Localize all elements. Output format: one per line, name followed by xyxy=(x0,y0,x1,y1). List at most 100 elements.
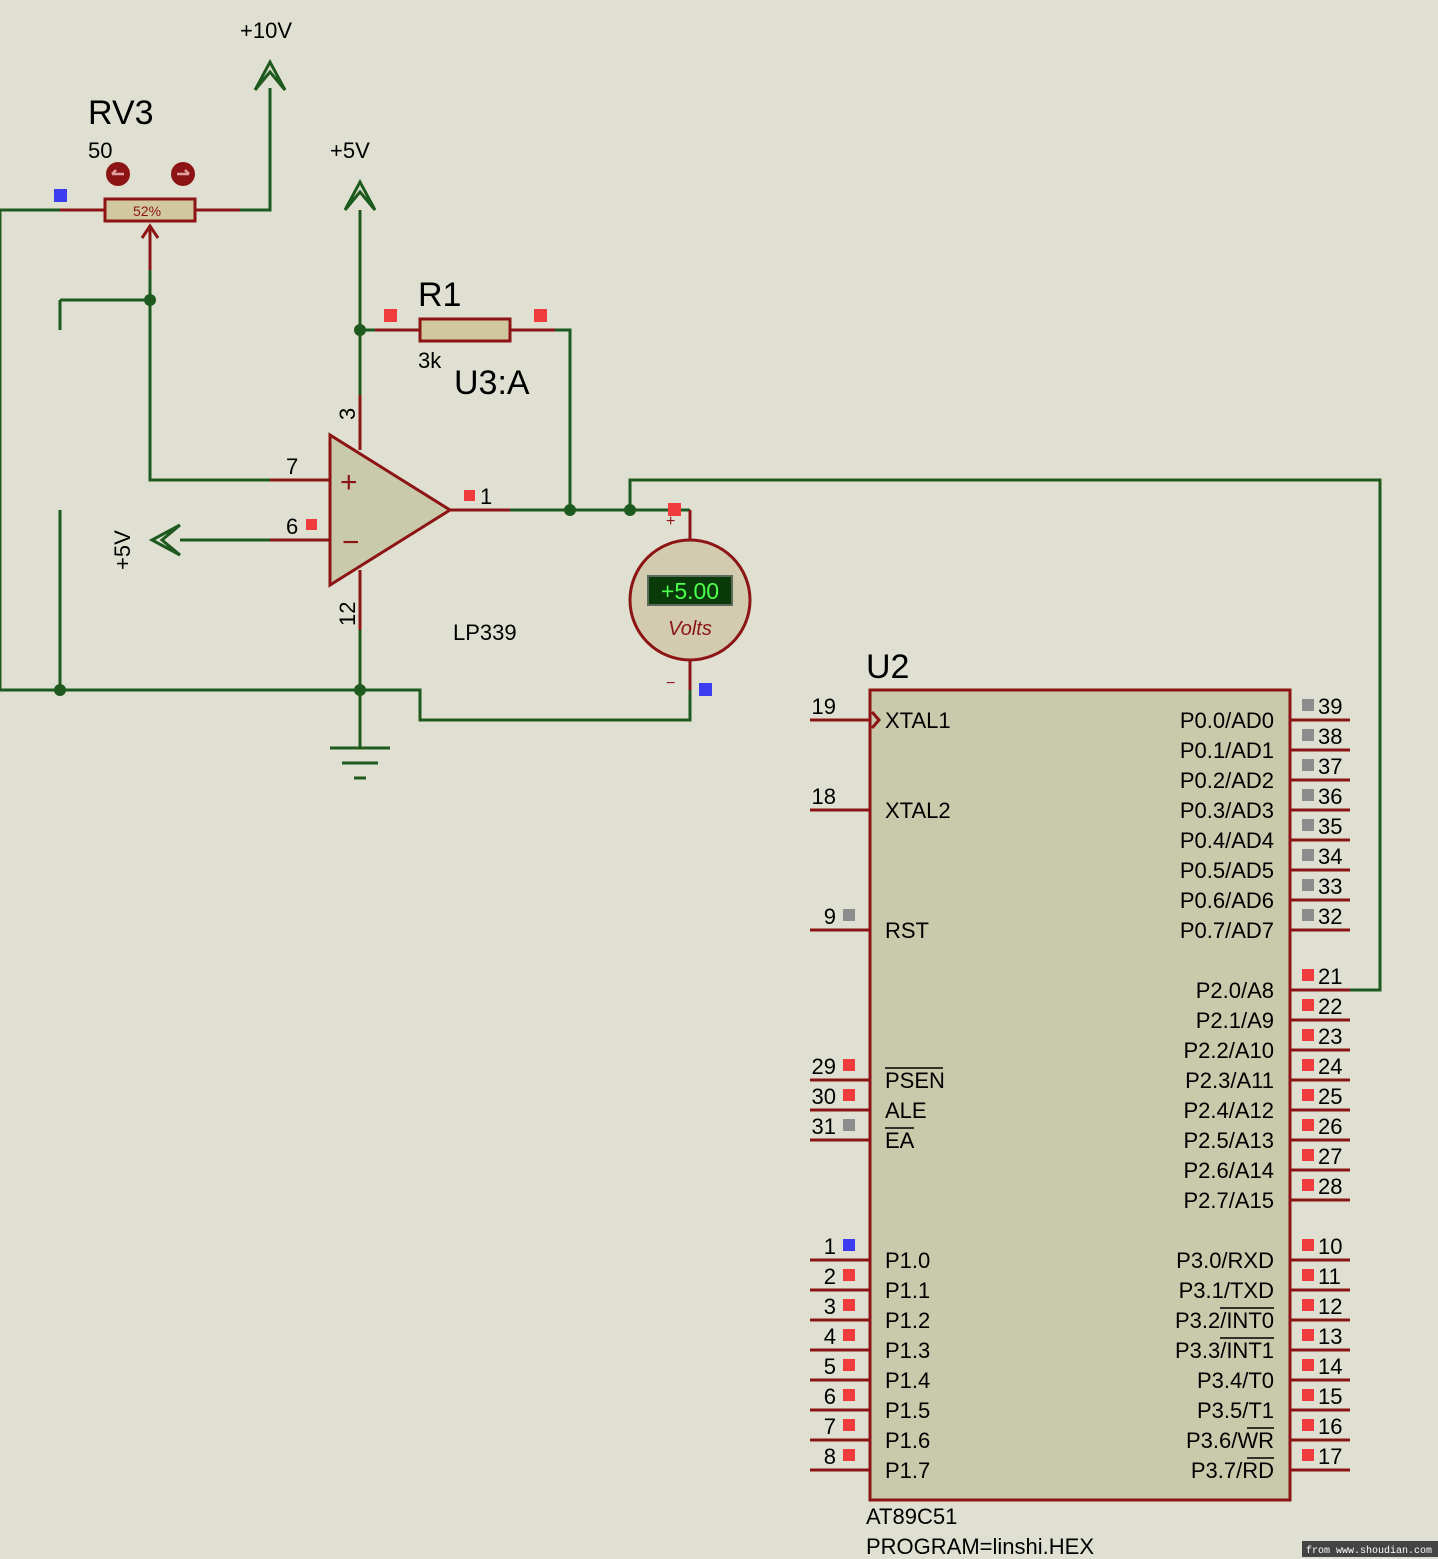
power-terminal-5v-top: +5V xyxy=(330,138,377,211)
mcu-u2[interactable]: U2 AT89C51 PROGRAM=linshi.HEX 19XTAL118X… xyxy=(810,648,1350,1559)
pin-number: 8 xyxy=(824,1444,836,1469)
pin-state-indicator xyxy=(1302,1299,1314,1311)
u2-right-pins: 39P0.0/AD038P0.1/AD137P0.2/AD236P0.3/AD3… xyxy=(1175,694,1350,1483)
pin-label: P1.4 xyxy=(885,1368,930,1393)
rv3-decrement-button[interactable] xyxy=(106,162,130,186)
pin-state-indicator xyxy=(843,909,855,921)
pin-state-indicator xyxy=(1302,1269,1314,1281)
pin-number: 25 xyxy=(1318,1084,1342,1109)
pin-state-indicator xyxy=(843,1359,855,1371)
pin-label: P1.2 xyxy=(885,1308,930,1333)
pin-state-indicator xyxy=(1302,969,1314,981)
pin-label: P2.4/A12 xyxy=(1183,1098,1274,1123)
pin-number: 29 xyxy=(812,1054,836,1079)
pin-state-indicator xyxy=(1302,729,1314,741)
pin-label: P3.3/INT1 xyxy=(1175,1338,1274,1363)
pin-state-indicator xyxy=(1302,1389,1314,1401)
pin-state-indicator xyxy=(1302,909,1314,921)
u3-name: U3:A xyxy=(454,364,530,402)
pin-state-indicator xyxy=(843,1089,855,1101)
pin-state-indicator xyxy=(843,1449,855,1461)
voltmeter[interactable]: +5.00 Volts + − xyxy=(628,503,752,696)
label-5v-left: +5V xyxy=(110,530,135,570)
pin-number: 28 xyxy=(1318,1174,1342,1199)
pin-number: 16 xyxy=(1318,1414,1342,1439)
pin-state-indicator xyxy=(1302,1179,1314,1191)
pin-number: 13 xyxy=(1318,1324,1342,1349)
pin-state-indicator xyxy=(1302,1059,1314,1071)
pin-number: 4 xyxy=(824,1324,836,1349)
pin-number: 27 xyxy=(1318,1144,1342,1169)
comparator-u3a[interactable]: + − U3:A LP339 3 12 7 6 1 xyxy=(270,364,530,645)
pin-label: P2.6/A14 xyxy=(1183,1158,1274,1183)
u2-pin-6: 6P1.5 xyxy=(810,1384,930,1423)
rv3-wiper-value: 52% xyxy=(133,203,161,219)
u2-pin-1: 1P1.0 xyxy=(810,1234,930,1273)
pin-number: 37 xyxy=(1318,754,1342,779)
rv3-name: RV3 xyxy=(88,94,154,132)
rv3-increment-button[interactable] xyxy=(171,162,195,186)
pin-label: P1.6 xyxy=(885,1428,930,1453)
pin-label: XTAL1 xyxy=(885,708,951,733)
u2-name: U2 xyxy=(866,648,909,686)
clock-input-marker xyxy=(870,711,881,729)
voltmeter-display xyxy=(647,575,733,606)
pin-label: P1.0 xyxy=(885,1248,930,1273)
voltmeter-reading: +5.00 xyxy=(661,578,719,604)
pin-label: P0.4/AD4 xyxy=(1180,828,1274,853)
pin-number: 5 xyxy=(824,1354,836,1379)
u3-pin7: 7 xyxy=(286,454,298,479)
ground-symbol xyxy=(330,746,390,780)
pin-state-indicator xyxy=(1302,999,1314,1011)
pin-label: P2.1/A9 xyxy=(1196,1008,1274,1033)
u3-pin1: 1 xyxy=(480,484,492,509)
pin-label: P2.3/A11 xyxy=(1185,1068,1274,1093)
u3-plus-sign: + xyxy=(340,466,358,499)
pin-label: P2.2/A10 xyxy=(1183,1038,1274,1063)
power-terminal-10v: +10V xyxy=(240,18,292,91)
junction-dots xyxy=(54,294,636,696)
pin-state-indicator xyxy=(843,1389,855,1401)
pin-state-indicator xyxy=(1302,1419,1314,1431)
pin-number: 35 xyxy=(1318,814,1342,839)
u2-pin-8: 8P1.7 xyxy=(810,1444,930,1483)
pin-number: 38 xyxy=(1318,724,1342,749)
pin-state-indicator xyxy=(1302,699,1314,711)
pin-number: 36 xyxy=(1318,784,1342,809)
pin-label: P2.7/A15 xyxy=(1183,1188,1274,1213)
arrow-left-icon xyxy=(111,169,124,176)
potentiometer-rv3[interactable]: 52% RV3 50 xyxy=(54,94,240,270)
u3-pin12: 12 xyxy=(335,602,360,626)
pin-number: 34 xyxy=(1318,844,1342,869)
pin-label: P0.6/AD6 xyxy=(1180,888,1274,913)
pin-state-indicator xyxy=(534,309,547,322)
pin-state-indicator xyxy=(843,1329,855,1341)
voltmeter-unit: Volts xyxy=(668,618,712,640)
pin-label: P1.3 xyxy=(885,1338,930,1363)
pin-number: 39 xyxy=(1318,694,1342,719)
resistor-r1[interactable]: R1 3k xyxy=(375,276,555,373)
pin-state-indicator xyxy=(843,1239,855,1251)
u2-part: AT89C51 xyxy=(866,1504,957,1529)
pin-number: 11 xyxy=(1318,1264,1341,1289)
pin-label: P0.1/AD1 xyxy=(1180,738,1274,763)
arrow-right-icon xyxy=(177,169,190,176)
pin-state-indicator xyxy=(1302,1029,1314,1041)
pin-state-indicator xyxy=(843,1419,855,1431)
pin-state-indicator xyxy=(1302,1329,1314,1341)
pin-state-indicator xyxy=(384,309,397,322)
